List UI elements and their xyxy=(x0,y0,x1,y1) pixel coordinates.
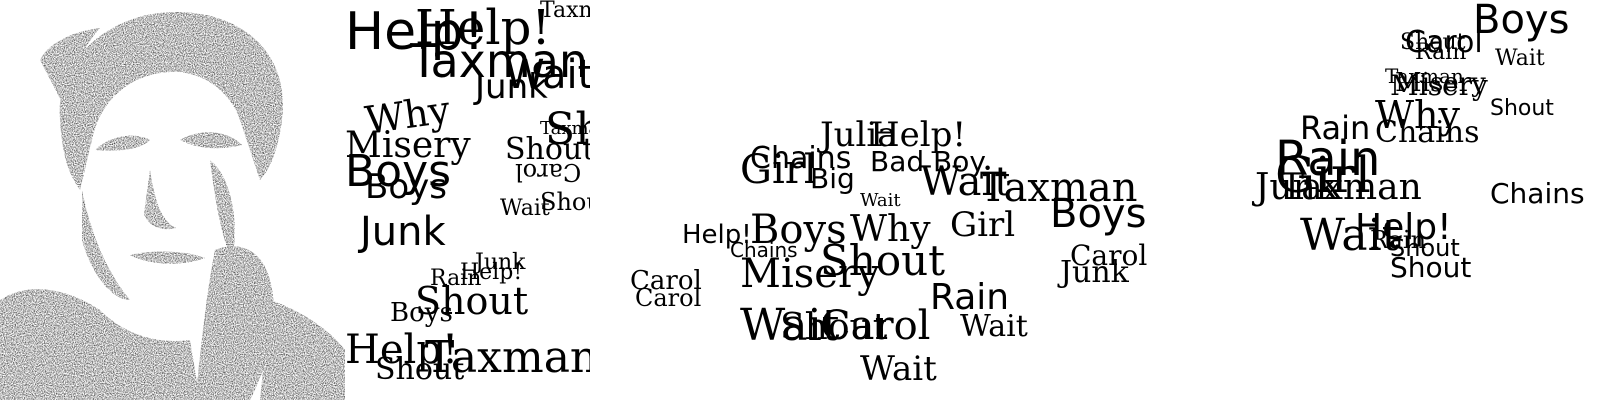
word-rain: Rain xyxy=(430,266,482,291)
word-bad-boy: Bad Boy xyxy=(870,145,986,178)
word-carol: Carol xyxy=(820,303,931,349)
word-chains: Chains xyxy=(750,141,852,176)
word-rain: Rain xyxy=(1300,109,1371,147)
word-boys: Boys xyxy=(1050,191,1147,237)
word-misery: Misery xyxy=(345,125,471,166)
word-shout: Shout xyxy=(1390,251,1472,284)
word-shout: Shout xyxy=(545,104,590,155)
word-wait: Wait xyxy=(860,190,901,211)
word-rain: Rain xyxy=(1370,226,1427,254)
word-cloud-1: Help!TaxmanHelp!TaxmanWaitJunkShoutWhyMi… xyxy=(345,0,590,400)
word-wait: Wait xyxy=(1495,46,1545,71)
word-boys: Boys xyxy=(390,298,453,328)
word-shout: Shout xyxy=(505,132,590,167)
word-wait: Wait xyxy=(1300,210,1400,261)
word-chains: Chains xyxy=(1375,115,1480,150)
word-wait: Wait xyxy=(920,159,1011,205)
word-wait: Wait xyxy=(960,309,1028,344)
word-chains: Chains xyxy=(730,238,798,262)
word-carol: Carol xyxy=(635,284,702,312)
word-help: Help! xyxy=(460,260,523,285)
word-misery: Misery xyxy=(1395,68,1486,98)
word-wait: Wait xyxy=(500,196,550,221)
word-junk: Junk xyxy=(475,250,526,275)
word-help: Help! xyxy=(682,220,752,250)
word-carol: Carol xyxy=(1070,239,1148,272)
word-rain: Rain xyxy=(930,277,1010,318)
word-taxman: Taxman xyxy=(425,332,590,383)
word-shout: Shout xyxy=(780,307,888,348)
word-big: Big xyxy=(810,162,855,195)
word-julia: Julia xyxy=(820,115,898,155)
word-wait: Wait xyxy=(860,349,937,389)
word-taxman: Taxman xyxy=(1280,167,1422,208)
word-taxman: Taxman xyxy=(540,118,590,139)
word-help: Help! xyxy=(1355,207,1452,248)
word-shout: Shout xyxy=(415,279,529,323)
word-chains: Chains xyxy=(1490,177,1585,210)
word-carol: Carol xyxy=(630,266,702,296)
word-taxman: Taxman xyxy=(410,34,589,88)
portrait-silhouette xyxy=(0,0,345,400)
word-boys: Boys xyxy=(345,146,452,197)
word-junk: Junk xyxy=(360,209,446,255)
word-help: Help! xyxy=(870,115,967,155)
word-taxman: Taxman xyxy=(1385,64,1464,88)
word-carol: Carol xyxy=(515,158,582,186)
word-rain: Rain xyxy=(1415,40,1467,65)
word-why: Why xyxy=(1375,93,1460,137)
word-carol: Carol xyxy=(1405,25,1483,60)
word-help: Help! xyxy=(345,2,485,62)
word-girl: Girl xyxy=(740,147,817,193)
word-shout: Shout xyxy=(540,188,590,216)
word-taxman: Taxman xyxy=(980,165,1138,211)
word-help: Help! xyxy=(345,327,459,373)
word-misery: Misery xyxy=(1390,69,1488,102)
word-shout: Shout xyxy=(375,352,465,387)
word-shout: Shout xyxy=(1490,96,1554,121)
word-shout: Shout xyxy=(1390,234,1460,262)
word-boys: Boys xyxy=(1473,0,1570,43)
word-boys: Boys xyxy=(365,167,447,207)
word-junk: Junk xyxy=(1255,167,1338,208)
word-wait: Wait xyxy=(505,52,590,98)
word-misery: Misery xyxy=(740,251,880,297)
word-girl: Girl xyxy=(950,205,1016,245)
word-shout: Shout xyxy=(820,236,946,285)
word-help: Help! xyxy=(415,0,551,56)
word-junk: Junk xyxy=(1060,255,1129,290)
word-shout: Shout xyxy=(1400,30,1466,55)
word-junk: Junk xyxy=(475,67,548,107)
portrait-word-image xyxy=(0,0,345,400)
word-why: Why xyxy=(850,209,931,250)
word-wait: Wait xyxy=(740,300,840,351)
word-boys: Boys xyxy=(750,207,847,253)
word-taxman: Taxman xyxy=(540,0,590,23)
word-rain: Rain xyxy=(1275,131,1381,187)
word-girl: Girl xyxy=(1275,146,1371,204)
